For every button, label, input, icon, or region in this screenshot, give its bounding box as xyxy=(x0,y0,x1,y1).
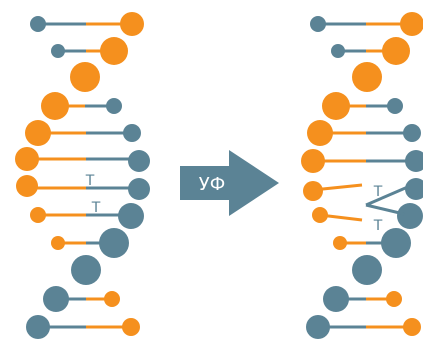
base-pair-thymine-dimer xyxy=(303,178,423,201)
base-pair xyxy=(306,315,421,339)
uv-arrow: УФ xyxy=(180,150,279,216)
base-pair xyxy=(352,255,382,285)
thymine-label: T xyxy=(373,184,383,200)
thymine-label: T xyxy=(85,173,95,189)
base-pair xyxy=(41,92,122,120)
base-pair xyxy=(322,92,403,120)
base-pair xyxy=(51,37,128,65)
arrow-shape xyxy=(180,150,279,216)
base-pair xyxy=(333,228,411,258)
base-pair xyxy=(331,37,410,65)
dna-helix-after: T T xyxy=(301,12,423,339)
thymine-label: T xyxy=(373,218,383,234)
base-pair xyxy=(26,315,140,339)
base-pair xyxy=(15,147,150,172)
base-pair xyxy=(25,120,141,146)
base-pair xyxy=(43,286,120,312)
base-pair-thymine xyxy=(30,203,144,229)
thymine-label: T xyxy=(91,200,101,216)
base-pair xyxy=(51,228,129,258)
base-pair xyxy=(310,12,423,36)
thymine-dimer-bond xyxy=(365,184,411,216)
base-pair xyxy=(30,12,144,36)
base-pair xyxy=(301,149,423,173)
base-pair-thymine-dimer xyxy=(312,203,423,229)
base-pair xyxy=(323,286,402,312)
uv-label: УФ xyxy=(199,174,225,195)
base-pair xyxy=(71,255,101,285)
base-pair xyxy=(352,62,382,92)
base-pair-thymine xyxy=(16,175,150,200)
dna-helix-before: T T xyxy=(15,12,150,339)
base-pair xyxy=(307,120,421,146)
base-pair xyxy=(70,62,100,92)
